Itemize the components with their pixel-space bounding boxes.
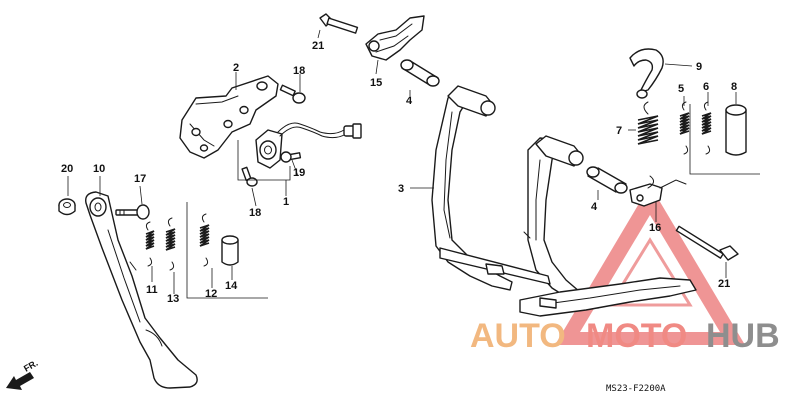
callout-10: 10 bbox=[93, 163, 105, 175]
side-stand-spring-group bbox=[145, 202, 268, 299]
part-10-side-stand bbox=[85, 191, 198, 389]
watermark-moto: MOTO bbox=[586, 317, 687, 355]
callout-9: 9 bbox=[696, 61, 702, 73]
callout-17: 17 bbox=[134, 173, 146, 185]
callout-8: 8 bbox=[731, 81, 737, 93]
callout-4-lower: 4 bbox=[591, 201, 598, 213]
callout-15: 15 bbox=[370, 77, 382, 89]
part-2-bracket bbox=[179, 75, 279, 159]
part-18-bolt-lower bbox=[241, 166, 258, 187]
part-1-side-stand-switch bbox=[255, 122, 362, 169]
part-14-collar bbox=[221, 235, 239, 266]
callout-21-upper: 21 bbox=[312, 40, 324, 52]
part-12-spring bbox=[199, 213, 210, 267]
callout-4-upper: 4 bbox=[406, 95, 413, 107]
callout-2: 2 bbox=[233, 62, 239, 74]
callout-3: 3 bbox=[398, 183, 404, 195]
front-direction-indicator: FR. bbox=[6, 358, 40, 390]
part-11-spring bbox=[145, 221, 155, 267]
callout-19: 19 bbox=[293, 167, 305, 179]
front-arrow-icon bbox=[6, 372, 34, 390]
callout-21-lower: 21 bbox=[718, 278, 730, 290]
callout-12: 12 bbox=[205, 288, 217, 300]
part-7-spring bbox=[637, 101, 659, 189]
main-stand-spring-group bbox=[679, 101, 760, 175]
watermark-text: AUTO MOTO HUB bbox=[470, 317, 780, 355]
part-8-collar bbox=[725, 104, 747, 156]
part-21-bolt-lower bbox=[675, 225, 739, 261]
part-5-spring bbox=[679, 101, 690, 155]
part-4-collar-lower bbox=[586, 166, 628, 194]
part-21-bolt-upper bbox=[319, 13, 359, 34]
part-6-spring bbox=[701, 101, 712, 155]
callout-11: 11 bbox=[146, 284, 158, 296]
callout-1: 1 bbox=[283, 196, 289, 208]
callout-7: 7 bbox=[616, 125, 622, 137]
part-20-nut bbox=[58, 198, 76, 216]
part-13-spring bbox=[165, 217, 176, 271]
part-18-bolt-upper bbox=[279, 84, 306, 104]
part-19-bolt bbox=[280, 151, 302, 163]
watermark-auto: AUTO bbox=[470, 317, 566, 355]
part-4-collar-upper bbox=[400, 59, 440, 87]
leader-lines bbox=[67, 29, 737, 294]
part-15-bracket bbox=[365, 15, 425, 61]
part-17-pivot-bolt bbox=[115, 204, 150, 220]
callout-18-lower: 18 bbox=[249, 207, 261, 219]
watermark-triangle-logo bbox=[555, 185, 745, 345]
callout-6: 6 bbox=[703, 81, 709, 93]
callout-20: 20 bbox=[61, 163, 73, 175]
watermark-hub: HUB bbox=[706, 317, 780, 355]
callout-5: 5 bbox=[678, 83, 684, 95]
direction-label: FR. bbox=[22, 358, 40, 374]
callout-16: 16 bbox=[649, 222, 661, 234]
part-9-spring-hook bbox=[629, 48, 664, 99]
callout-labels: 2 18 21 15 4 19 1 18 3 4 16 9 7 5 6 8 21… bbox=[61, 40, 737, 305]
diagram-code: MS23-F2200A bbox=[606, 384, 666, 394]
callout-13: 13 bbox=[167, 293, 179, 305]
part-3-main-stand bbox=[431, 85, 697, 317]
callout-18-upper: 18 bbox=[293, 65, 305, 77]
callout-14: 14 bbox=[225, 280, 238, 292]
